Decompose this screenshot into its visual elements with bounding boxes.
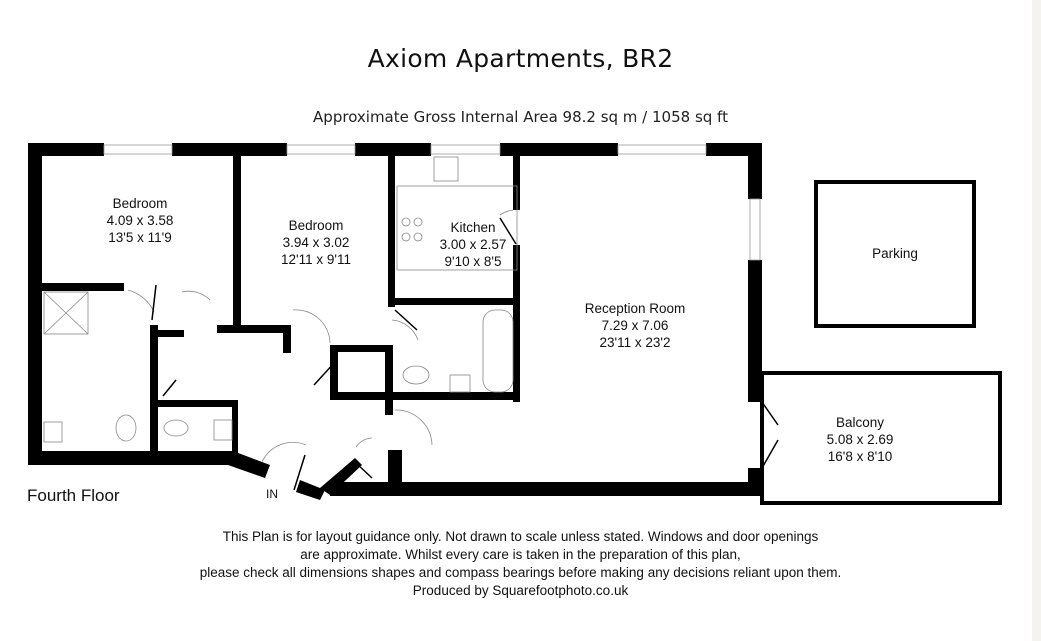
room-reception: Reception Room 7.29 x 7.06 23'11 x 23'2 (565, 300, 705, 351)
entrance-label: IN (266, 487, 278, 501)
room-kitchen: Kitchen 3.00 x 2.57 9'10 x 8'5 (418, 219, 528, 270)
room-parking: Parking (845, 245, 945, 262)
room-metric: 4.09 x 3.58 (106, 213, 174, 228)
room-imperial: 9'10 x 8'5 (444, 254, 502, 269)
room-name: Parking (872, 246, 918, 261)
disclaimer-line-2: are approximate. Whilst every care is ta… (300, 547, 741, 562)
disclaimer-line-4: Produced by Squarefootphoto.co.uk (412, 583, 629, 598)
room-bedroom-2: Bedroom 3.94 x 3.02 12'11 x 9'11 (256, 217, 376, 268)
room-name: Balcony (835, 415, 885, 430)
room-bedroom-1: Bedroom 4.09 x 3.58 13'5 x 11'9 (80, 195, 200, 246)
plan-title: Axiom Apartments, BR2 (367, 44, 674, 73)
disclaimer-line-3: please check all dimensions shapes and c… (199, 565, 842, 580)
room-imperial: 23'11 x 23'2 (599, 335, 671, 350)
room-metric: 7.29 x 7.06 (601, 318, 669, 333)
room-balcony: Balcony 5.08 x 2.69 16'8 x 8'10 (800, 414, 920, 465)
gross-area: Approximate Gross Internal Area 98.2 sq … (313, 108, 728, 126)
room-imperial: 16'8 x 8'10 (827, 449, 893, 464)
floor-label: Fourth Floor (27, 486, 120, 505)
room-metric: 5.08 x 2.69 (826, 432, 894, 447)
room-name: Bedroom (288, 218, 344, 233)
room-metric: 3.00 x 2.57 (439, 237, 507, 252)
room-name: Kitchen (450, 220, 496, 235)
room-imperial: 13'5 x 11'9 (108, 230, 172, 245)
room-name: Reception Room (584, 301, 686, 316)
disclaimer: This Plan is for layout guidance only. N… (0, 528, 1041, 600)
side-strip (1032, 0, 1041, 641)
room-imperial: 12'11 x 9'11 (281, 252, 351, 267)
room-name: Bedroom (112, 196, 168, 211)
room-metric: 3.94 x 3.02 (282, 235, 350, 250)
disclaimer-line-1: This Plan is for layout guidance only. N… (222, 529, 819, 544)
